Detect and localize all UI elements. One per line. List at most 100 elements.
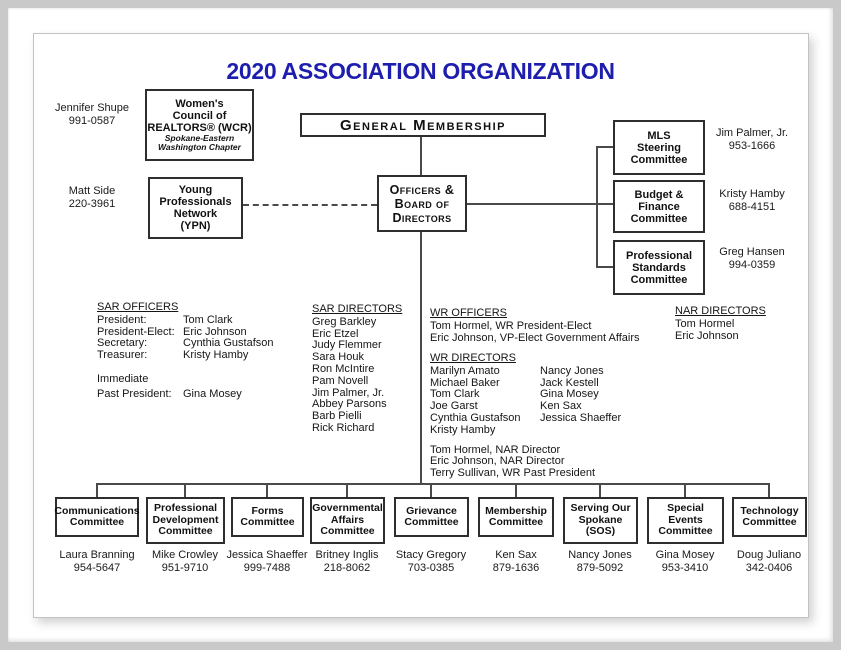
committee-box-grievance: Grievance Committee <box>394 497 469 537</box>
connector-gm-to-officers <box>420 136 422 176</box>
sar-officers-heading: SAR OFFICERS <box>97 301 179 313</box>
wcr-chapter-label: Spokane-Eastern Washington Chapter <box>158 132 241 152</box>
chair-phone: 703-0385 <box>407 561 455 574</box>
committee-label: Grievance Committee <box>404 504 459 528</box>
ypn-box-label: Young Professionals Network (YPN) <box>159 184 232 232</box>
connector-committee-rail <box>96 483 770 485</box>
committee-label: Professional Development Committee <box>152 502 219 537</box>
wcr-contact-phone: 991-0587 <box>68 114 116 127</box>
budget-contact-name: Kristy Hamby <box>719 188 785 200</box>
sar-officer-value <box>183 374 312 386</box>
general-membership-box: General Membership <box>300 113 546 137</box>
committee-box-governmental-affairs: Governmental Affairs Committee <box>310 497 385 544</box>
nar-directors-heading: NAR DIRECTORS <box>675 305 766 317</box>
sar-directors-list: SAR DIRECTORS Greg Barkley Eric Etzel Ju… <box>312 303 417 435</box>
connector-drop-8 <box>684 483 686 498</box>
chair-name: Nancy Jones <box>568 549 632 561</box>
budget-contact: Kristy Hamby 688-4151 <box>700 188 804 213</box>
page-title: 2020 ASSOCIATION ORGANIZATION <box>226 58 615 84</box>
chair-name: Jessica Shaeffer <box>226 549 308 561</box>
wcr-contact: Jennifer Shupe 991-0587 <box>40 102 144 127</box>
wr-officers-lines: Tom Hormel, WR President-Elect Eric John… <box>430 319 640 344</box>
professional-standards-label: Professional Standards Committee <box>625 249 693 286</box>
chair-phone: 999-7488 <box>243 561 291 574</box>
connector-drop-9 <box>768 483 770 498</box>
committee-box-sos: Serving Our Spokane (SOS) <box>563 497 638 544</box>
sar-directors-names: Greg Barkley Eric Etzel Judy Flemmer Sar… <box>312 315 387 434</box>
ypn-box: Young Professionals Network (YPN) <box>148 177 243 239</box>
sar-officer-label: Treasurer: <box>97 349 148 362</box>
nar-directors-list: NAR DIRECTORS Tom Hormel Eric Johnson <box>675 305 790 342</box>
wr-directors-col1: Marilyn Amato Michael Baker Tom Clark Jo… <box>430 364 521 436</box>
budget-finance-label: Budget & Finance Committee <box>630 188 688 225</box>
committee-label: Technology Committee <box>740 504 799 528</box>
ypn-contact: Matt Side 220-3961 <box>40 185 144 210</box>
chair-phone: 218-8062 <box>323 561 371 574</box>
wcr-contact-name: Jennifer Shupe <box>55 102 129 114</box>
sar-officer-value: Tom Clark <box>183 313 233 326</box>
committee-box-communications: Communications Committee <box>54 497 140 537</box>
committee-box-forms: Forms Committee <box>231 497 304 537</box>
wr-directors-list: WR DIRECTORS Marilyn Amato Michael Baker… <box>430 352 665 480</box>
chair-name: Doug Juliano <box>736 549 802 561</box>
professional-standards-box: Professional Standards Committee <box>613 240 705 295</box>
committee-label: Special Events Committee <box>658 502 713 537</box>
mls-contact: Jim Palmer, Jr. 953-1666 <box>700 127 804 152</box>
budget-contact-phone: 688-4151 <box>728 200 776 213</box>
chair-phone: 342-0406 <box>745 561 793 574</box>
wr-officers-heading: WR OFFICERS <box>430 307 507 319</box>
officers-board-box: Officers & Board of Directors <box>377 175 467 232</box>
prof-standards-contact-phone: 994-0359 <box>728 258 776 271</box>
committee-label: Membership Committee <box>485 504 547 528</box>
chair-name: Ken Sax <box>495 549 537 561</box>
committee-label: Forms Committee <box>240 504 295 528</box>
sar-officer-label: Secretary: <box>97 337 148 350</box>
sar-directors-heading: SAR DIRECTORS <box>312 303 403 315</box>
connector-stub-prof-standards <box>596 266 613 268</box>
chair-name: Gina Mosey <box>655 549 715 561</box>
sar-officer-label: Past President: <box>97 387 172 400</box>
committee-label: Governmental Affairs Committee <box>312 502 383 537</box>
connector-ypn-dashed <box>243 204 377 206</box>
sar-officer-label: President: <box>97 313 147 326</box>
mls-contact-phone: 953-1666 <box>728 139 776 152</box>
connector-drop-2 <box>184 483 186 498</box>
sar-officers-list: SAR OFFICERS President:Tom Clark Preside… <box>97 301 312 401</box>
connector-officers-to-right <box>467 203 613 205</box>
ypn-contact-phone: 220-3961 <box>68 197 116 210</box>
connector-drop-3 <box>266 483 268 498</box>
connector-right-vertical <box>596 146 598 268</box>
wr-directors-col2: Nancy Jones Jack Kestell Gina Mosey Ken … <box>540 364 622 424</box>
connector-drop-6 <box>515 483 517 498</box>
committee-label: Communications Committee <box>54 504 140 528</box>
chair-name: Laura Branning <box>59 549 135 561</box>
prof-standards-contact: Greg Hansen 994-0359 <box>700 246 804 271</box>
connector-drop-4 <box>346 483 348 498</box>
mls-steering-label: MLS Steering Committee <box>630 129 688 166</box>
general-membership-label: General Membership <box>340 116 506 134</box>
chair-name: Stacy Gregory <box>395 549 467 561</box>
sar-officer-value: Gina Mosey <box>183 387 242 400</box>
committee-box-membership: Membership Committee <box>478 497 554 537</box>
committee-box-special-events: Special Events Committee <box>647 497 724 544</box>
chair-phone: 879-1636 <box>492 561 540 574</box>
prof-standards-contact-name: Greg Hansen <box>719 246 785 258</box>
officers-board-label: Officers & Board of Directors <box>389 182 455 225</box>
connector-officers-to-committees <box>420 231 422 484</box>
connector-drop-1 <box>96 483 98 498</box>
wcr-box-label: Women's Council of REALTORS® (WCR) <box>147 97 252 134</box>
wcr-box: Women's Council of REALTORS® (WCR) Spoka… <box>145 89 254 161</box>
mls-steering-box: MLS Steering Committee <box>613 120 705 175</box>
chair-phone: 951-9710 <box>161 561 209 574</box>
chair-name: Mike Crowley <box>151 549 218 561</box>
chair-name: Britney Inglis <box>315 549 379 561</box>
sar-officer-value: Kristy Hamby <box>183 349 249 362</box>
